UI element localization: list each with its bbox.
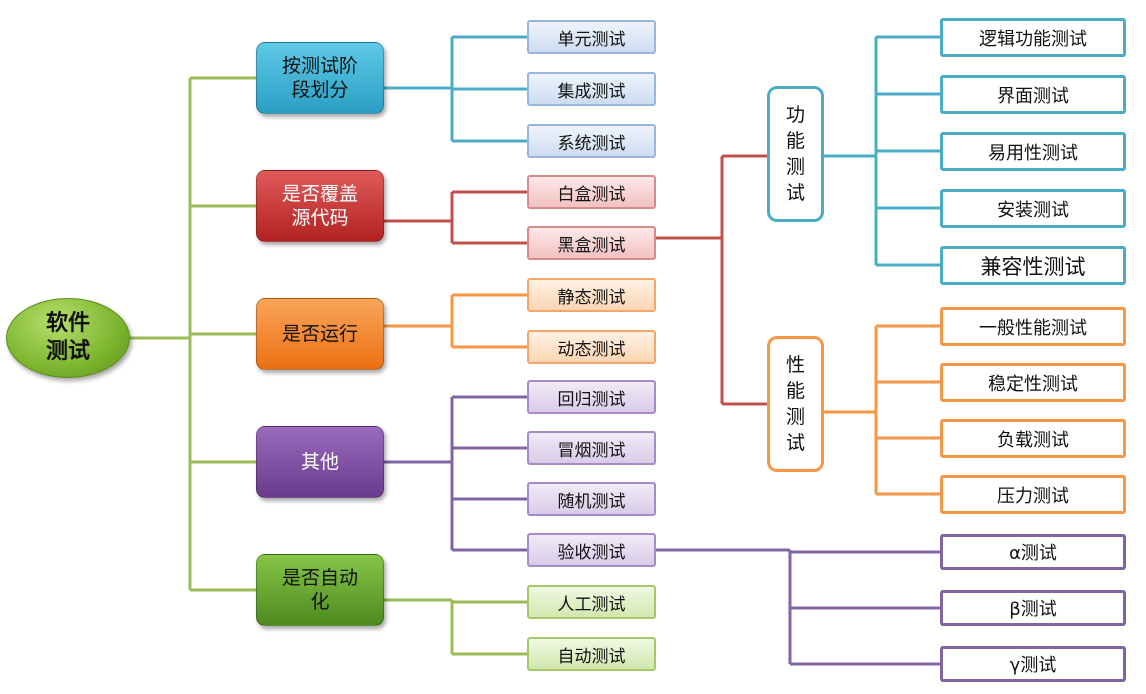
subcategory-performance-test: 性 能 测 试: [767, 336, 824, 472]
leaf-label: 系统测试: [557, 133, 626, 154]
leaf-label: 回归测试: [557, 389, 626, 410]
leaf-label: 单元测试: [557, 29, 626, 50]
leaf-label: 逻辑功能测试: [979, 28, 1087, 50]
leaf-beta-test: β测试: [940, 590, 1126, 626]
leaf-label: 安装测试: [997, 199, 1069, 221]
leaf-integration-test: 集成测试: [527, 72, 656, 106]
leaf-label: γ测试: [1009, 655, 1057, 676]
leaf-label: 一般性能测试: [979, 317, 1087, 339]
leaf-smoke-test: 冒烟测试: [527, 431, 656, 465]
leaf-installation-test: 安装测试: [940, 189, 1126, 228]
leaf-label: 稳定性测试: [988, 373, 1078, 395]
leaf-compatibility-test: 兼容性测试: [940, 246, 1126, 285]
category-code-coverage: 是否覆盖 源代码: [256, 170, 384, 242]
subcategory-label: 功 能 测 试: [785, 104, 805, 204]
category-automation: 是否自动 化: [256, 554, 384, 626]
leaf-stress-test: 压力测试: [940, 475, 1126, 514]
leaf-logic-function-test: 逻辑功能测试: [940, 18, 1126, 57]
leaf-whitebox-test: 白盒测试: [527, 175, 656, 209]
leaf-label: 易用性测试: [988, 142, 1078, 164]
leaf-label: 兼容性测试: [980, 254, 1086, 279]
root-node-software-testing: 软件 测试: [6, 298, 130, 378]
leaf-dynamic-test: 动态测试: [527, 330, 656, 364]
leaf-system-test: 系统测试: [527, 124, 656, 158]
leaf-label: 白盒测试: [557, 184, 626, 205]
leaf-label: α测试: [1009, 543, 1057, 564]
leaf-label: 界面测试: [997, 85, 1069, 107]
leaf-manual-test: 人工测试: [527, 585, 656, 619]
leaf-label: 人工测试: [557, 594, 626, 615]
leaf-acceptance-test: 验收测试: [527, 533, 656, 567]
leaf-static-test: 静态测试: [527, 278, 656, 312]
category-label: 是否运行: [281, 323, 358, 345]
leaf-label: 负载测试: [997, 429, 1069, 451]
leaf-label: 随机测试: [557, 491, 626, 512]
leaf-usability-test: 易用性测试: [940, 132, 1126, 171]
leaf-label: 自动测试: [557, 646, 626, 667]
leaf-unit-test: 单元测试: [527, 20, 656, 54]
leaf-regression-test: 回归测试: [527, 380, 656, 414]
leaf-load-test: 负载测试: [940, 419, 1126, 458]
leaf-label: 黑盒测试: [557, 235, 626, 256]
root-label: 软件 测试: [45, 311, 90, 364]
leaf-label: 压力测试: [997, 485, 1069, 507]
leaf-label: 动态测试: [557, 339, 626, 360]
leaf-alpha-test: α测试: [940, 534, 1126, 570]
category-label: 是否自动 化: [281, 567, 358, 613]
category-label: 其他: [300, 451, 339, 473]
leaf-label: 验收测试: [557, 542, 626, 563]
leaf-stability-test: 稳定性测试: [940, 363, 1126, 402]
category-label: 是否覆盖 源代码: [281, 183, 358, 229]
leaf-label: 冒烟测试: [557, 440, 626, 461]
leaf-label: 静态测试: [557, 287, 626, 308]
subcategory-functional-test: 功 能 测 试: [767, 86, 824, 222]
leaf-label: β测试: [1009, 599, 1057, 620]
leaf-random-test: 随机测试: [527, 482, 656, 516]
leaf-automated-test: 自动测试: [527, 637, 656, 671]
category-by-stage: 按测试阶 段划分: [256, 42, 384, 114]
category-other: 其他: [256, 426, 384, 498]
category-whether-run: 是否运行: [256, 298, 384, 370]
leaf-general-performance-test: 一般性能测试: [940, 307, 1126, 346]
leaf-blackbox-test: 黑盒测试: [527, 226, 656, 260]
leaf-gamma-test: γ测试: [940, 646, 1126, 682]
leaf-label: 集成测试: [557, 81, 626, 102]
category-label: 按测试阶 段划分: [281, 55, 358, 101]
subcategory-label: 性 能 测 试: [785, 354, 805, 454]
leaf-interface-test: 界面测试: [940, 75, 1126, 114]
